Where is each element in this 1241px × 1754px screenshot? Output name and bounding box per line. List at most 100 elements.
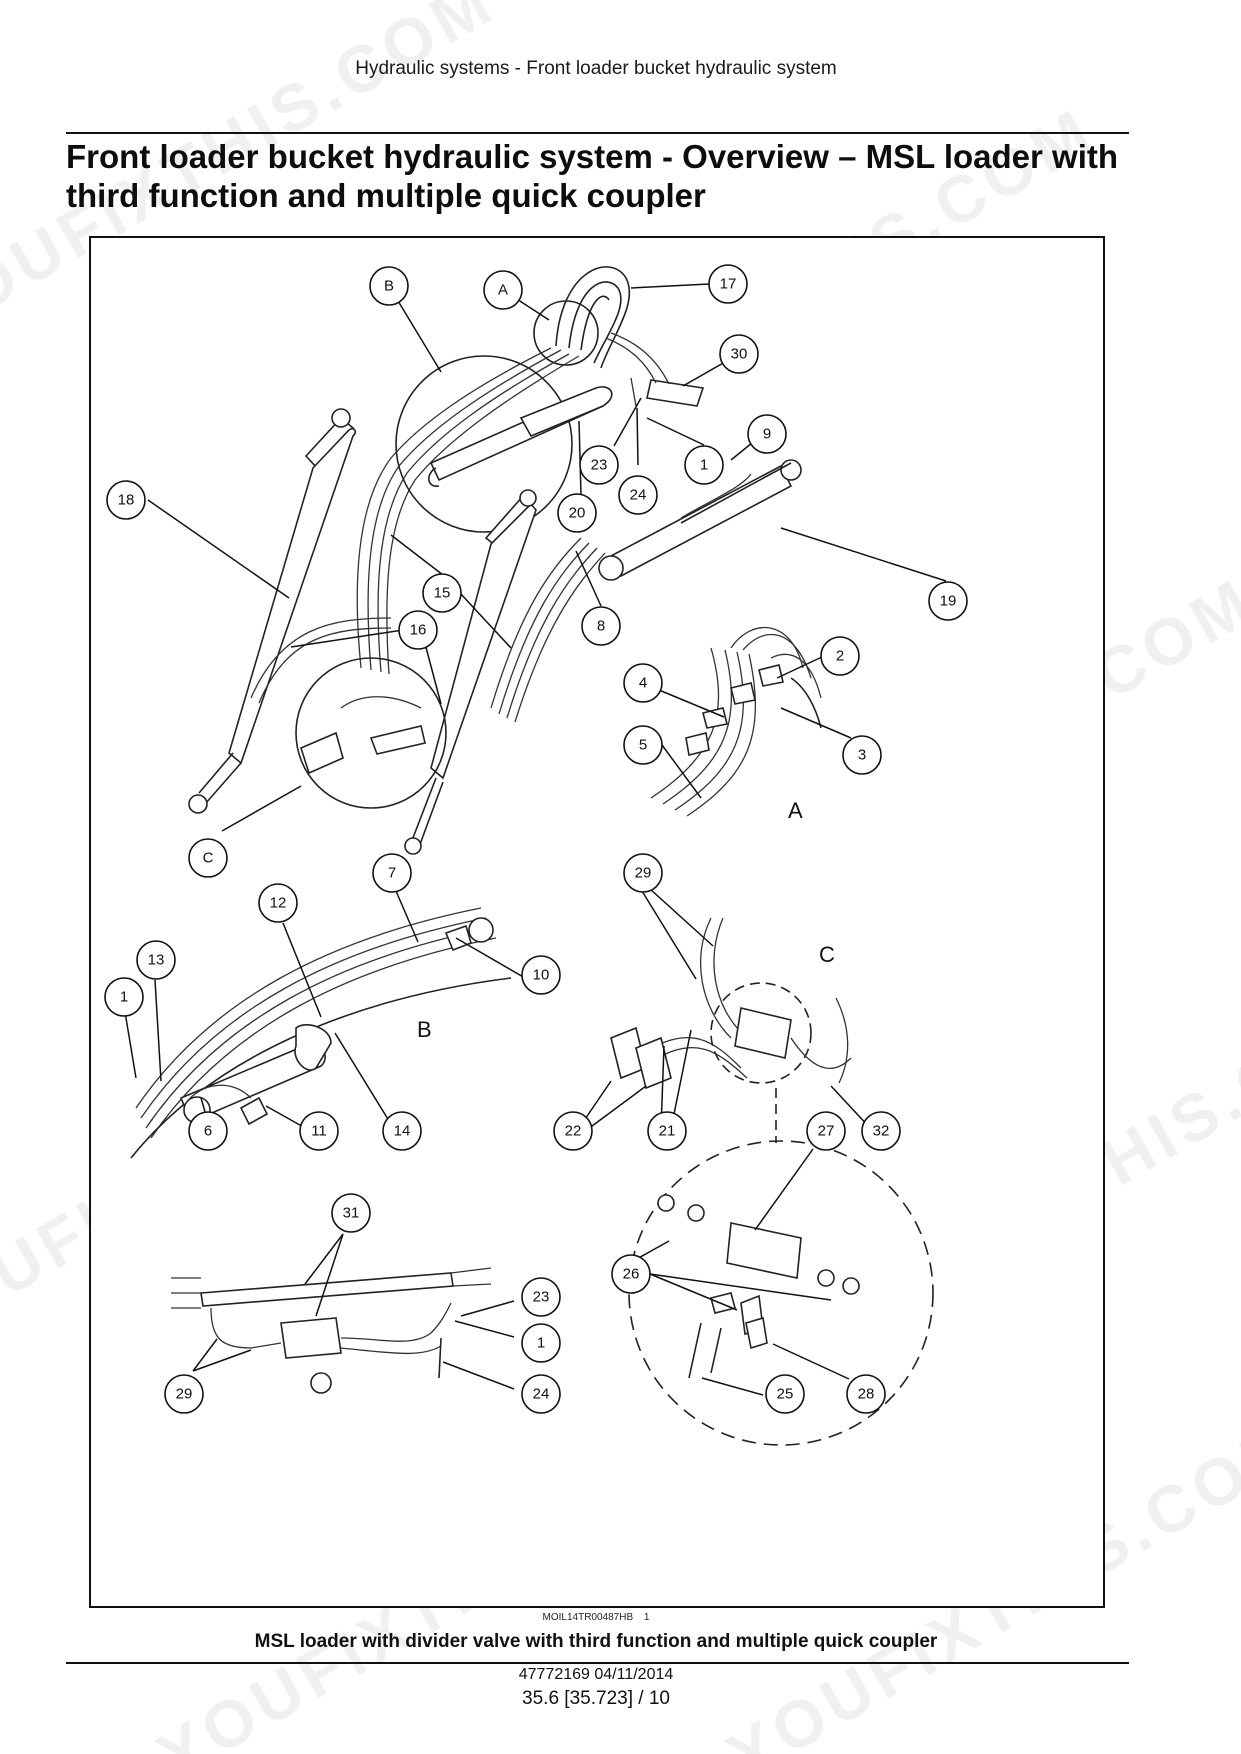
callout-15-label: 15 [434, 585, 451, 602]
callout-20: 20 [557, 493, 597, 533]
callout-32: 32 [861, 1111, 901, 1151]
callout-25: 25 [765, 1374, 805, 1414]
callout-1: 1 [684, 445, 724, 485]
hydraulic-diagram-figure: B A 17 30 9 1 23 24 20 18 15 19 8 16 2 4… [89, 236, 1105, 1608]
callout-7: 7 [372, 853, 412, 893]
callout-19-label: 19 [940, 593, 957, 610]
callout-25-label: 25 [777, 1386, 794, 1403]
figure-reference: MOIL14TR00487HB 1 [0, 1612, 1192, 1623]
callout-17-label: 17 [720, 276, 737, 293]
detail-label-c: C [819, 942, 835, 967]
page-title: Front loader bucket hydraulic system - O… [66, 138, 1119, 214]
callout-18-label: 18 [118, 492, 135, 509]
callout-c-label: C [203, 850, 214, 867]
figure-reference-code: MOIL14TR00487HB [542, 1612, 634, 1623]
detail-label-a: A [788, 798, 803, 823]
callout-1-label: 1 [120, 989, 128, 1006]
callout-28-label: 28 [858, 1386, 875, 1403]
callout-11: 11 [299, 1111, 339, 1151]
callout-12-label: 12 [270, 895, 287, 912]
detail-a-drawing [650, 626, 822, 817]
callout-26: 26 [611, 1254, 651, 1294]
figure-number: 1 [643, 1612, 650, 1623]
callout-24: 24 [618, 475, 658, 515]
callout-1-b: 1 [104, 977, 144, 1017]
callout-5-label: 5 [639, 737, 647, 754]
callout-30: 30 [719, 334, 759, 374]
callout-12: 12 [258, 883, 298, 923]
callout-27-label: 27 [818, 1123, 835, 1140]
callout-23: 23 [579, 445, 619, 485]
callout-5: 5 [623, 725, 663, 765]
running-header: Hydraulic systems - Front loader bucket … [355, 58, 837, 79]
callout-19: 19 [928, 581, 968, 621]
callout-20-label: 20 [569, 505, 586, 522]
callout-21-label: 21 [659, 1123, 676, 1140]
callout-6-label: 6 [204, 1123, 212, 1140]
callout-11-label: 11 [311, 1123, 327, 1140]
callout-28: 28 [846, 1374, 886, 1414]
callout-29-label: 29 [176, 1386, 193, 1403]
callout-14-label: 14 [394, 1123, 411, 1140]
callout-32-label: 32 [873, 1123, 890, 1140]
detail-b-drawing [130, 907, 512, 1159]
callout-21: 21 [647, 1111, 687, 1151]
callout-a: A [483, 270, 523, 310]
callout-31: 31 [331, 1193, 371, 1233]
callout-13-label: 13 [148, 952, 165, 969]
callout-22-label: 22 [565, 1123, 582, 1140]
callout-4-label: 4 [639, 675, 647, 692]
callout-24-label: 24 [533, 1386, 550, 1403]
callout-1-v: 1 [521, 1323, 561, 1363]
callout-27: 27 [806, 1111, 846, 1151]
callout-13: 13 [136, 940, 176, 980]
footer-document-id: 47772169 04/11/2014 [518, 1666, 674, 1683]
callout-3: 3 [842, 735, 882, 775]
hydraulic-diagram: B A 17 30 9 1 23 24 20 18 15 19 8 16 2 4… [104, 264, 968, 1446]
valve-assembly-drawing [171, 1267, 492, 1394]
callout-24-v: 24 [521, 1374, 561, 1414]
callout-18: 18 [106, 480, 146, 520]
callout-30-label: 30 [731, 346, 748, 363]
callout-24-label: 24 [630, 487, 647, 504]
main-assembly-drawing [188, 266, 802, 855]
callout-29-c: 29 [623, 853, 663, 893]
callout-6: 6 [188, 1111, 228, 1151]
callout-9: 9 [747, 414, 787, 454]
header-rule [66, 132, 1129, 134]
callout-23-label: 23 [591, 457, 608, 474]
callout-16: 16 [398, 610, 438, 650]
callout-23-v: 23 [521, 1277, 561, 1317]
callout-c: C [188, 838, 228, 878]
callout-9-label: 9 [763, 426, 771, 443]
callout-3-label: 3 [858, 747, 866, 764]
callout-10: 10 [521, 955, 561, 995]
callout-7-label: 7 [388, 865, 396, 882]
callout-8-label: 8 [597, 618, 605, 635]
callout-31-label: 31 [343, 1205, 360, 1222]
callout-b-label: B [384, 278, 394, 295]
callout-4: 4 [623, 663, 663, 703]
footer-page-reference: 35.6 [35.723] / 10 [522, 1688, 670, 1709]
callout-17: 17 [708, 264, 748, 304]
detail-label-b: B [417, 1017, 432, 1042]
callout-29-v: 29 [164, 1374, 204, 1414]
callout-8: 8 [581, 606, 621, 646]
detail-c-drawing [610, 917, 934, 1446]
callout-29-label: 29 [635, 865, 652, 882]
callout-2: 2 [820, 636, 860, 676]
callout-16-label: 16 [410, 622, 427, 639]
callout-22: 22 [553, 1111, 593, 1151]
callout-23-label: 23 [533, 1289, 550, 1306]
callout-1-label: 1 [700, 457, 708, 474]
callout-26-label: 26 [623, 1266, 640, 1283]
footer-rule [66, 1662, 1129, 1664]
callout-2-label: 2 [836, 648, 844, 665]
callout-b: B [369, 266, 409, 306]
callout-14: 14 [382, 1111, 422, 1151]
callout-10-label: 10 [533, 967, 550, 984]
figure-caption: MSL loader with divider valve with third… [254, 1631, 938, 1652]
callout-a-label: A [498, 282, 508, 299]
callout-1-label: 1 [537, 1335, 545, 1352]
leader-lines [123, 283, 947, 1396]
